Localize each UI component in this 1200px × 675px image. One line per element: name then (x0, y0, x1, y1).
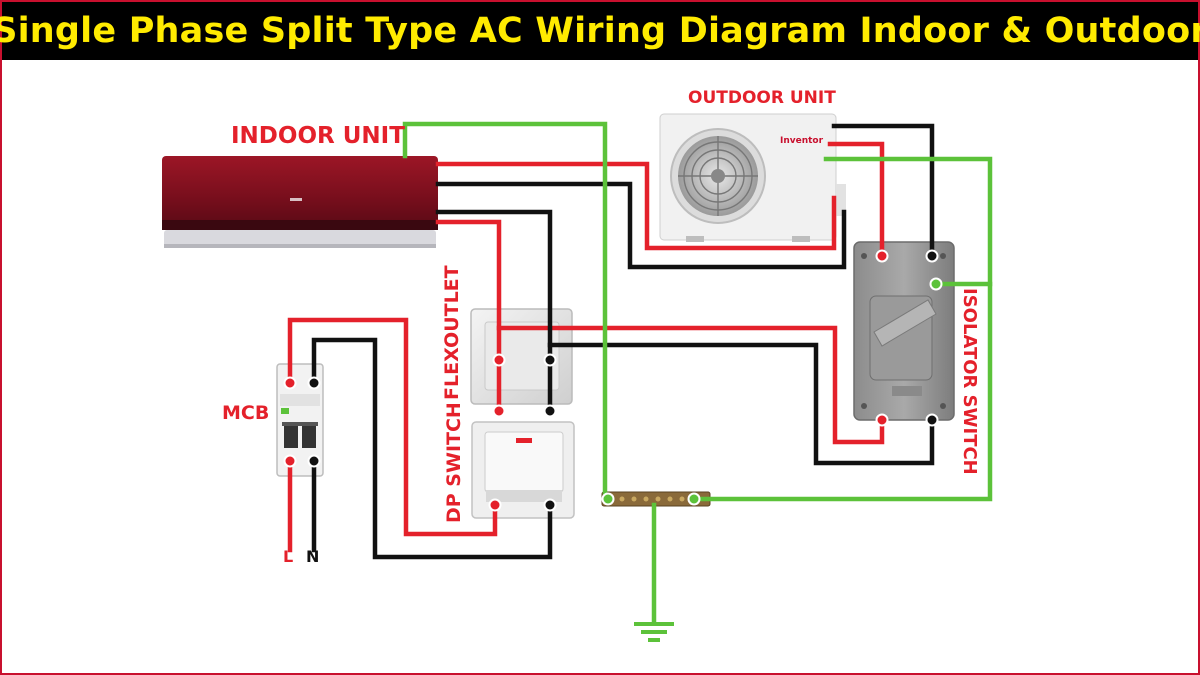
page-title: Single Phase Split Type AC Wiring Diagra… (0, 11, 1200, 51)
wire-neutral-mcb-to-dp (311, 337, 553, 560)
dp-switch-label: DP SWITCH (443, 402, 465, 523)
neutral-terminal-label: N (306, 547, 319, 566)
wire-earth-outdoor (691, 156, 993, 502)
wire-live-indoor-to-outdoor (435, 161, 837, 251)
wire-earth-indoor (402, 121, 608, 502)
flex-outlet (470, 308, 573, 405)
flexoutlet-label: FLEXOUTLET (441, 265, 463, 400)
isolator-switch-label: ISOLATOR SWITCH (959, 288, 980, 475)
ground-icon (634, 622, 674, 642)
outdoor-unit: Inventor (659, 113, 846, 242)
wire-neutral-isolator-to-outdoor (831, 123, 935, 259)
outdoor-unit-label: OUTDOOR UNIT (688, 88, 836, 108)
wire-neutral-indoor-to-outdoor (435, 181, 847, 270)
outdoor-brand-logo: Inventor (780, 136, 824, 146)
title-bar: Single Phase Split Type AC Wiring Diagra… (0, 2, 1200, 60)
dp-switch (471, 421, 575, 519)
isolator-switch (853, 241, 955, 421)
mcb-label: MCB (222, 402, 269, 424)
wire-live-mcb-to-dp (287, 317, 498, 537)
terminals (283, 249, 943, 512)
wire-live-outlet-to-isolator (496, 325, 885, 445)
wire-neutral-indoor-to-outlet (435, 209, 553, 363)
wire-live-indoor-to-outlet (435, 219, 502, 363)
indoor-unit-label: INDOOR UNIT (231, 123, 405, 149)
live-terminal-label: L (283, 547, 293, 566)
indoor-unit (162, 156, 438, 248)
wire-neutral-outlet-to-isolator (547, 342, 935, 466)
mcb-breaker (276, 363, 324, 477)
wire-live-isolator-to-outdoor (827, 141, 885, 259)
